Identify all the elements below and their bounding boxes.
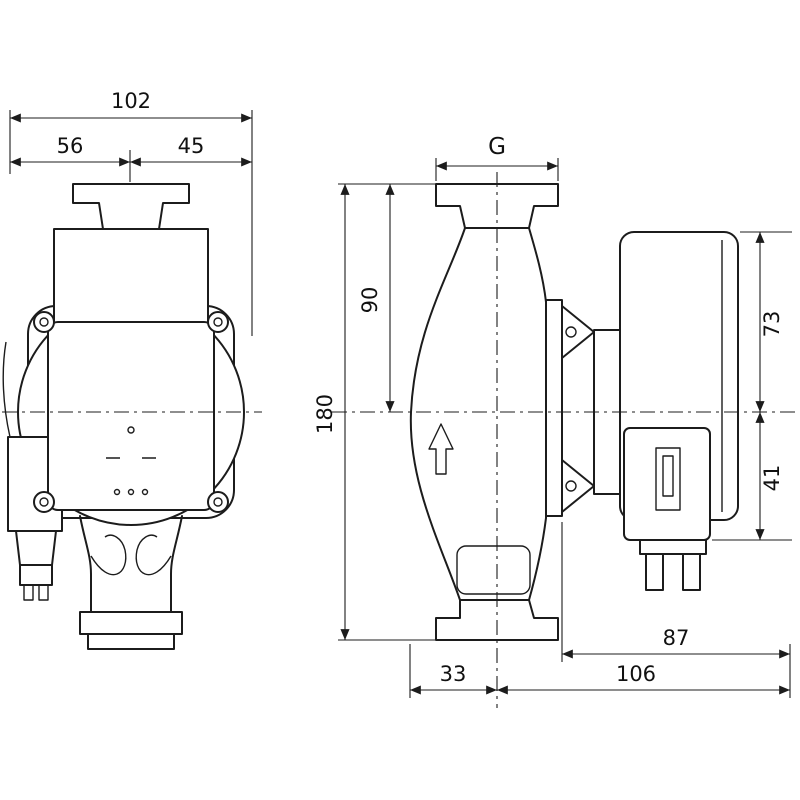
dim-106-label: 106 — [616, 662, 656, 686]
pump-neck-left — [79, 515, 92, 613]
dim-56-label: 56 — [57, 134, 84, 158]
plate-dot-2 — [127, 488, 135, 496]
plate-dot-1 — [113, 488, 121, 496]
clamp-upper-bolt — [565, 326, 577, 338]
mounting-flange-plate — [545, 299, 563, 517]
dim-g-label: G — [488, 134, 506, 160]
screw-bottom-left — [33, 491, 55, 513]
flange-screws — [33, 311, 229, 513]
connector-slot — [655, 447, 681, 511]
cable-line — [2, 341, 11, 438]
name-plate — [456, 545, 531, 595]
dimensions: 102 56 45 G 90 180 73 41 87 33 106 — [9, 89, 792, 698]
dim-33-label: 33 — [440, 662, 467, 686]
screw-top-right-center — [213, 317, 223, 327]
front-control-plate — [47, 321, 215, 511]
clamp-lower-bolt — [565, 480, 577, 492]
plate-dot-3 — [141, 488, 149, 496]
front-view — [2, 183, 245, 650]
centerlines — [2, 172, 796, 708]
bottom-port-front — [87, 633, 175, 650]
bottom-union-nut-front — [79, 611, 183, 635]
flow-direction-arrow-icon — [428, 423, 454, 475]
connector-pin — [662, 455, 674, 497]
shaft-center-mark — [127, 426, 135, 434]
gland-prong-left — [23, 584, 34, 601]
gland-prong-right — [38, 584, 49, 601]
casting-curl-right — [135, 534, 172, 576]
dim-87-label: 87 — [663, 626, 690, 650]
screw-top-left-center — [39, 317, 49, 327]
dim-102-label: 102 — [111, 89, 151, 113]
dim-45-label: 45 — [178, 134, 205, 158]
pump-neck-right — [170, 515, 183, 613]
screw-top-right — [207, 311, 229, 333]
screw-top-left — [33, 311, 55, 333]
terminal-prong-left — [645, 553, 664, 591]
dim-90-label: 90 — [358, 287, 382, 314]
casting-curl-left — [90, 534, 127, 576]
terminal-box-side — [623, 427, 711, 541]
dim-41-label: 41 — [760, 465, 784, 492]
dim-73-label: 73 — [760, 311, 784, 338]
top-union-nut-front — [72, 183, 190, 230]
clamp-upper — [561, 305, 595, 359]
screw-bottom-right — [207, 491, 229, 513]
terminal-box-step — [639, 539, 707, 555]
clamp-lower — [561, 459, 595, 513]
cable-gland — [15, 530, 57, 566]
motor-body-front-fill — [54, 229, 208, 332]
terminal-prong-right — [682, 553, 701, 591]
cable-gland-block — [19, 564, 53, 586]
dim-180-label: 180 — [313, 394, 337, 434]
pipe-body — [409, 227, 547, 601]
screw-bottom-right-center — [213, 497, 223, 507]
screw-bottom-left-center — [39, 497, 49, 507]
